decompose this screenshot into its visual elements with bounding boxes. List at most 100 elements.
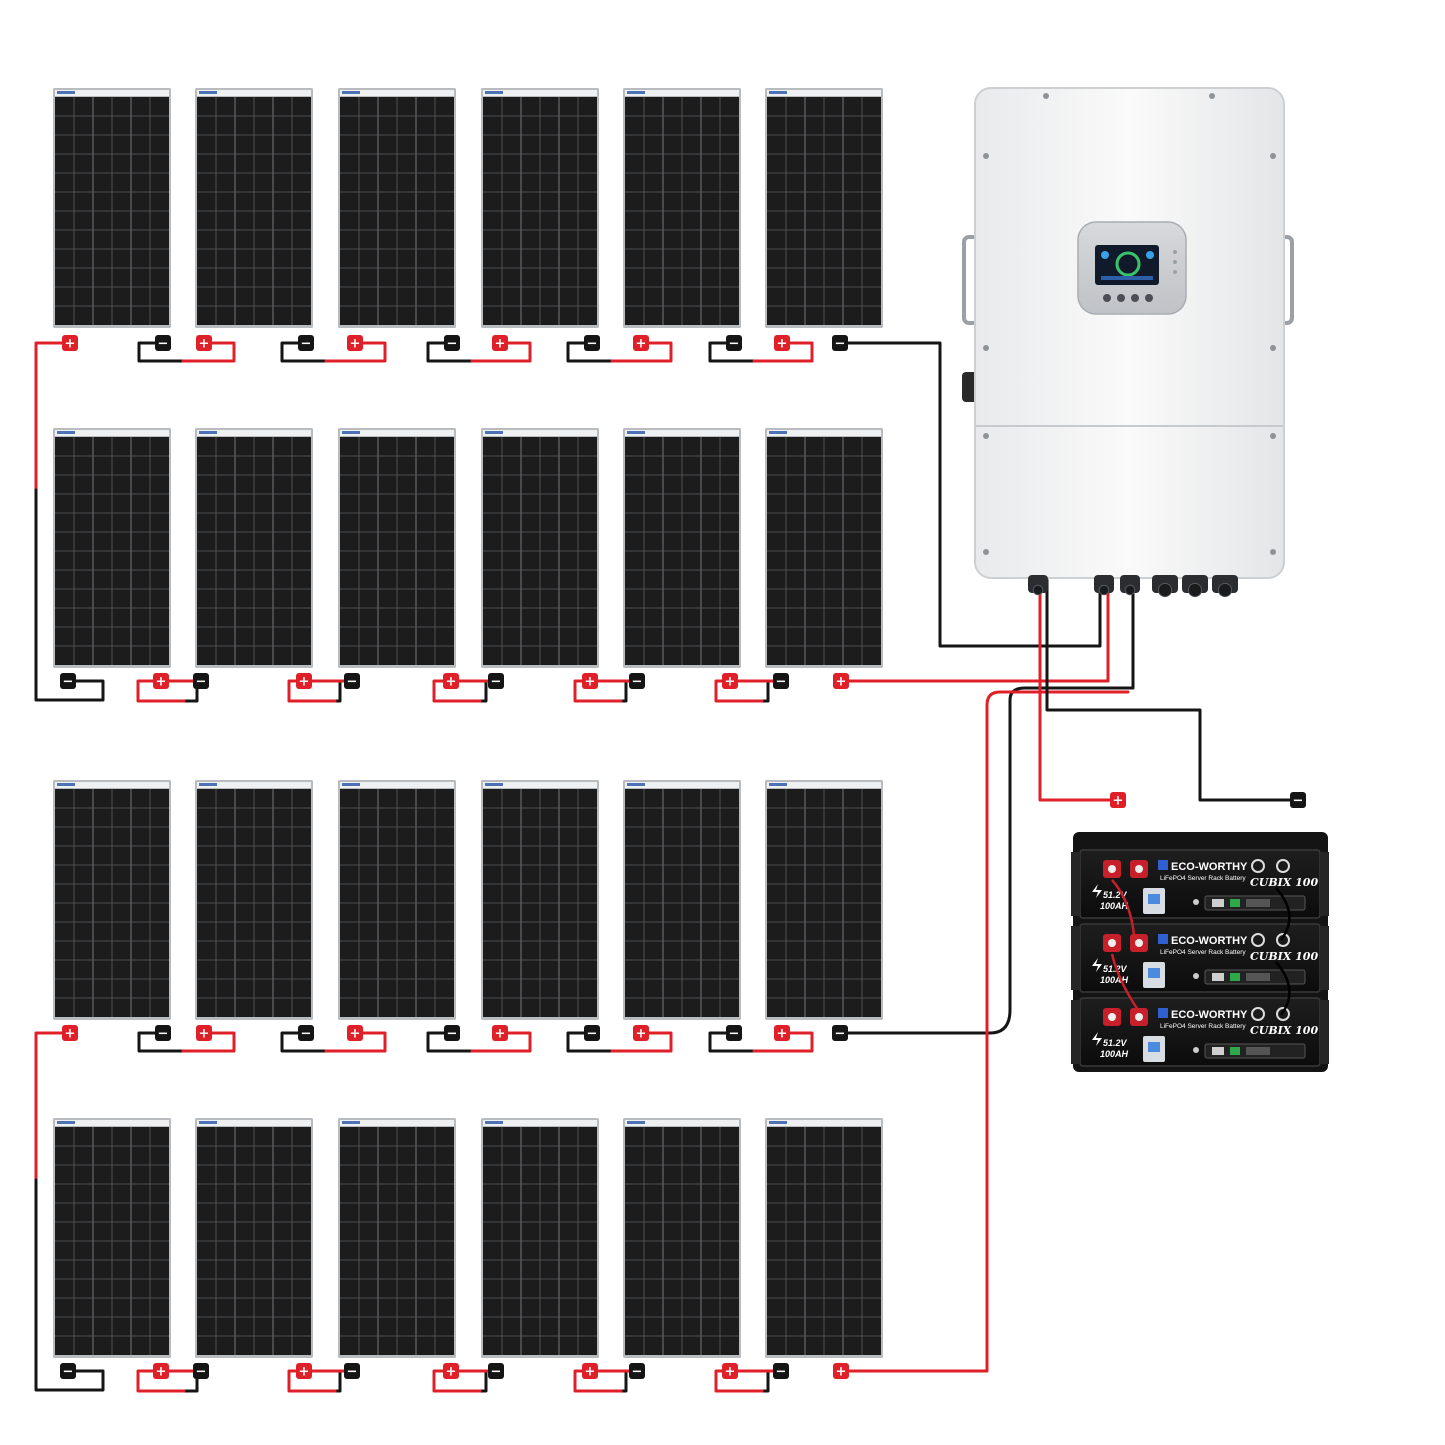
plus-terminal-icon: + — [633, 335, 649, 352]
minus-terminal-icon: − — [584, 335, 600, 352]
plus-terminal-icon: + — [722, 673, 738, 690]
solar-panel-icon — [623, 780, 741, 1020]
inverter-display-node-icon — [1146, 251, 1154, 259]
svg-text:+: + — [636, 1027, 647, 1042]
svg-text:−: − — [632, 675, 643, 690]
bolt-icon — [1092, 958, 1102, 972]
svg-text:+: + — [446, 675, 457, 690]
svg-text:−: − — [835, 337, 846, 352]
series-jumper-positive — [610, 341, 673, 363]
series-jumper-positive — [181, 1031, 236, 1053]
battery-capacity: 100AH — [1100, 901, 1129, 911]
knob-icon[interactable] — [1276, 1007, 1290, 1021]
series-jumper-negative — [708, 341, 756, 363]
inverter-screws — [983, 93, 1276, 555]
series-jumper-positive — [287, 679, 357, 703]
svg-text:+: + — [495, 1027, 506, 1042]
minus-terminal-icon: − — [344, 673, 360, 690]
svg-text:+: + — [156, 1365, 167, 1380]
minus-terminal-icon: − — [488, 1363, 504, 1380]
string-2-negative-lead — [34, 488, 105, 702]
knob-icon[interactable] — [1251, 859, 1265, 873]
string-2-positive-to-inverter — [838, 578, 1110, 683]
minus-terminal-icon: − — [344, 1363, 360, 1380]
svg-text:−: − — [587, 1027, 598, 1042]
minus-terminal-icon: − — [298, 335, 314, 352]
minus-terminal-icon: − — [629, 1363, 645, 1380]
knob-icon[interactable] — [1276, 933, 1290, 947]
inverter-display-screen[interactable] — [1095, 245, 1159, 285]
string-1-positive-lead — [34, 341, 72, 492]
solar-panel-icon — [765, 1118, 883, 1358]
plus-terminal-icon: + — [347, 335, 363, 352]
svg-text:−: − — [347, 1365, 358, 1380]
brand-logo-icon — [1158, 1008, 1168, 1018]
inverter-body — [974, 87, 1285, 579]
solar-panel-icon — [53, 88, 171, 328]
brand-logo-icon — [1158, 934, 1168, 944]
solar-panel-icon — [481, 780, 599, 1020]
svg-text:−: − — [776, 1365, 787, 1380]
battery-jumper-positive — [1111, 879, 1136, 936]
minus-terminal-icon: − — [60, 1363, 76, 1380]
battery-brand: ECO-WORTHY — [1171, 935, 1248, 947]
minus-terminal-icon: − — [155, 1025, 171, 1042]
minus-terminal-icon: − — [444, 335, 460, 352]
knob-icon[interactable] — [1251, 933, 1265, 947]
cable-gland-icon — [1094, 575, 1114, 596]
solar-panel-icon — [338, 428, 456, 668]
svg-text:−: − — [447, 337, 458, 352]
series-jumper-positive — [432, 679, 502, 703]
minus-terminal-icon: − — [726, 1025, 742, 1042]
plus-terminal-icon: + — [296, 1363, 312, 1380]
solar-panel-icon — [195, 1118, 313, 1358]
minus-terminal-icon: − — [832, 1025, 848, 1042]
terminal-layer: +−−−−−+++++−+−−−−−+++++−−−−−−−++++++−−−−… — [60, 335, 1306, 1380]
plus-terminal-icon: + — [492, 1025, 508, 1042]
svg-text:−: − — [301, 1027, 312, 1042]
solar-panel-icon — [338, 1118, 456, 1358]
solar-panel-icon — [623, 1118, 741, 1358]
battery-voltage: 51.2V — [1103, 1038, 1128, 1048]
svg-text:+: + — [836, 1365, 847, 1380]
svg-text:+: + — [299, 675, 310, 690]
solar-panel-icon — [53, 1118, 171, 1358]
minus-terminal-icon: − — [193, 1363, 209, 1380]
solar-array — [53, 88, 883, 1358]
svg-text:+: + — [199, 1027, 210, 1042]
battery-subtitle: LiFePO4 Server Rack Battery — [1160, 875, 1246, 882]
series-jumper-positive — [714, 1369, 784, 1393]
plus-terminal-icon: + — [62, 1025, 78, 1042]
battery-model: CUBIX 100 — [1250, 950, 1318, 963]
svg-text:−: − — [63, 1365, 74, 1380]
plus-terminal-icon: + — [62, 335, 78, 352]
minus-terminal-icon: − — [60, 673, 76, 690]
svg-text:+: + — [446, 1365, 457, 1380]
svg-text:−: − — [776, 675, 787, 690]
battery-subtitle: LiFePO4 Server Rack Battery — [1160, 1023, 1246, 1030]
svg-text:+: + — [1113, 794, 1124, 809]
plus-terminal-icon: + — [722, 1363, 738, 1380]
series-jumper-positive — [573, 679, 643, 703]
solar-panel-icon — [623, 88, 741, 328]
plus-terminal-icon: + — [774, 335, 790, 352]
minus-terminal-icon: − — [298, 1025, 314, 1042]
series-jumper-positive — [752, 1031, 814, 1053]
inverter-display-bar — [1101, 276, 1153, 280]
wiring-layer — [34, 341, 1300, 1393]
knob-icon[interactable] — [1276, 859, 1290, 873]
battery-positive-lead — [1038, 578, 1120, 802]
knob-icon[interactable] — [1251, 1007, 1265, 1021]
inverter-buttons[interactable] — [1103, 294, 1153, 302]
plus-terminal-icon: + — [492, 335, 508, 352]
hybrid-inverter — [962, 87, 1294, 598]
solar-panel-icon — [53, 780, 171, 1020]
battery-negative-lead — [1045, 578, 1300, 802]
series-jumper-negative — [426, 1031, 474, 1053]
battery-brand: ECO-WORTHY — [1171, 861, 1248, 873]
svg-text:−: − — [1293, 794, 1304, 809]
plus-terminal-icon: + — [833, 673, 849, 690]
